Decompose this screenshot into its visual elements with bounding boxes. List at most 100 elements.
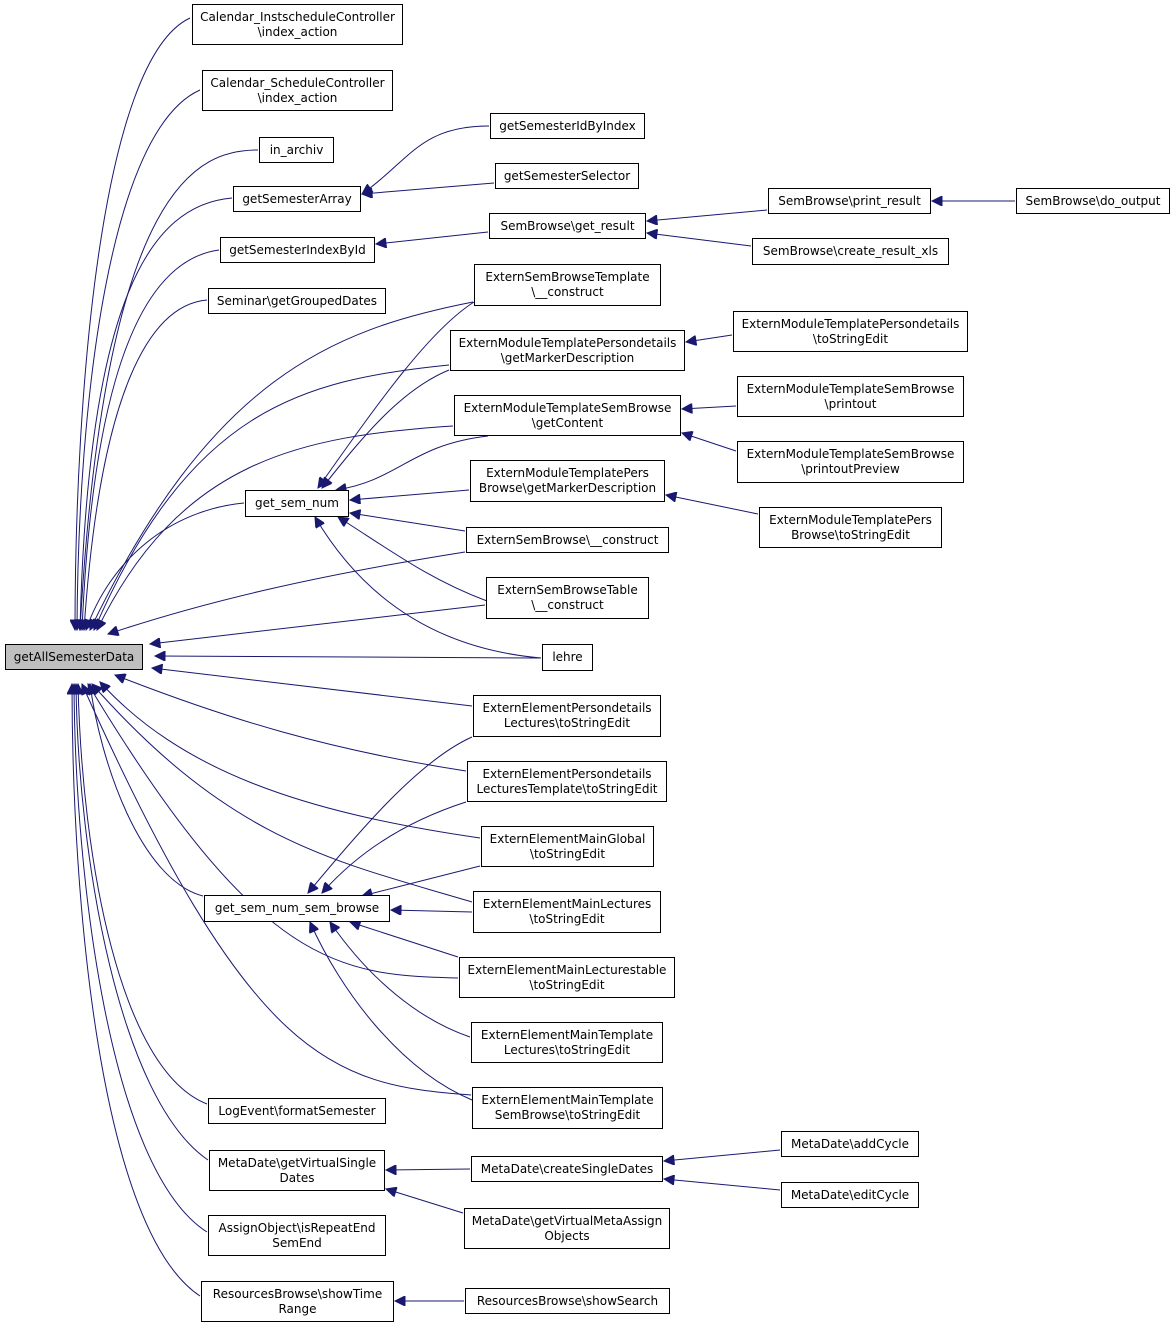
node-label-line: getAllSemesterData [13,649,135,664]
call-edge-n21-to-n0 [150,604,486,644]
node-label-line: get_sem_num_sem_browse [214,901,380,915]
node-label-line: ExternModuleTemplateSemBrowse [463,400,672,415]
node-sembrowse-print-result[interactable]: SemBrowse\print_result [768,188,931,214]
node-in-archiv[interactable]: in_archiv [259,137,334,163]
node-label-line: ExternModuleTemplatePersondetails [741,316,960,331]
node-seminar-getgroupeddates[interactable]: Seminar\getGroupedDates [208,288,386,314]
call-edge-n6-to-n0 [84,299,208,630]
node-sembrowse-get-result[interactable]: SemBrowse\get_result [489,213,646,239]
node-label-line: Browse\toStringEdit [791,527,910,542]
call-edge-n20-to-n0 [108,551,466,634]
call-edge-n11-to-n0 [74,684,208,1233]
call-edge-n12-to-n0 [72,684,201,1297]
node-label-line: ExternModuleTemplateSemBrowse [746,447,955,461]
call-edge-n34-to-n15 [647,233,752,247]
node-sembrowse-create-result-xls[interactable]: SemBrowse\create_result_xls [752,238,949,265]
call-edge-n31-to-n10 [386,1189,464,1214]
node-externelementmainlecturestable-tostringedit[interactable]: ExternElementMainLecturestable\toStringE… [459,957,675,998]
node-getsemesteridbyindex[interactable]: getSemesterIdByIndex [490,113,645,139]
node-externmoduletemplatesembrowse-getcontent[interactable]: ExternModuleTemplateSemBrowse\getContent [454,395,681,436]
node-getallsemesterdata: getAllSemesterData [5,644,143,670]
node-label-line: SemBrowse\do_output [1025,193,1161,208]
node-label-line: ExternSemBrowseTemplate [485,270,650,284]
node-externsembrowse-construct[interactable]: ExternSemBrowse\__construct [466,527,669,553]
node-label-line: MetaDate\addCycle [791,1136,909,1151]
node-metadate-createsingledates[interactable]: MetaDate\createSingleDates [471,1156,663,1182]
node-label-line: ExternModuleTemplatePers [769,512,932,527]
node-logevent-formatsemester[interactable]: LogEvent\formatSemester [208,1098,386,1124]
node-metadate-editcycle[interactable]: MetaDate\editCycle [781,1182,919,1208]
node-externelementmainlectures-tostringedit[interactable]: ExternElementMainLectures\toStringEdit [473,891,661,933]
node-label-line: \toStringEdit [812,331,889,346]
node-label-line: Lectures\toStringEdit [503,716,631,730]
node-label-line: ExternModuleTemplateSemBrowse [746,381,955,396]
node-calendar-schedulecontroller-index-action[interactable]: Calendar_ScheduleController\index_action [202,70,393,111]
node-externelementmainglobal-tostringedit[interactable]: ExternElementMainGlobal\toStringEdit [481,826,654,867]
node-get-sem-num-sem-browse[interactable]: get_sem_num_sem_browse [204,895,390,922]
node-getsemesterselector[interactable]: getSemesterSelector [495,163,639,189]
node-externmoduletemplatepersondetails-getmarkerdescription[interactable]: ExternModuleTemplatePersondetails\getMar… [450,330,685,371]
call-edge-n4-to-n0 [80,197,233,630]
node-label-line: MetaDate\getVirtualSingle [217,1155,377,1170]
call-edge-n8-to-n0 [90,684,204,897]
node-externmoduletemplatesembrowse-printout[interactable]: ExternModuleTemplateSemBrowse\printout [737,376,964,417]
node-label-line: SemBrowse\create_result_xls [762,244,939,258]
node-label-line: \getContent [531,415,604,430]
node-calendar-instschedulecontroller-index-action[interactable]: Calendar_InstscheduleController\index_ac… [192,4,403,45]
node-label-line: ExternElementPersondetails [482,701,652,715]
node-getsemesterindexbyid[interactable]: getSemesterIndexById [220,237,375,263]
node-resourcesbrowse-showsearch[interactable]: ResourcesBrowse\showSearch [465,1288,670,1314]
call-edge-n16-to-n7 [318,301,475,488]
node-label-line: SemBrowse\get_result [500,218,635,233]
node-label-line: MetaDate\editCycle [790,1187,910,1202]
node-label-line: get_sem_num [255,496,339,510]
node-lehre[interactable]: lehre [542,644,593,671]
node-label-line: \printout [824,396,877,411]
node-label-line: in_archiv [269,142,324,157]
node-label-line: \__construct [531,598,604,612]
node-label-line: ExternModuleTemplatePersondetails [458,335,677,350]
node-get-sem-num[interactable]: get_sem_num [245,490,349,517]
node-label-line: LecturesTemplate\toStringEdit [476,781,658,796]
node-label-line: ExternElementMainTemplate [480,1027,654,1042]
node-label-line: Calendar_ScheduleController [210,75,385,90]
call-edge-n22-to-n7 [315,517,542,659]
node-label-line: LogEvent\formatSemester [218,1103,376,1118]
call-edge-n10-to-n0 [76,684,209,1161]
node-label-line: Range [278,1301,317,1316]
node-label-line: ExternElementMainGlobal [489,831,646,846]
call-edge-n38-to-n19 [666,495,759,515]
node-label-line: lehre [552,650,583,664]
node-label-line: ExternElementMainTemplate [481,1093,654,1107]
node-getsemesterarray[interactable]: getSemesterArray [233,186,361,212]
call-edge-n25-to-n0 [100,682,481,839]
call-edge-n18-to-n0 [97,425,454,630]
node-externsembrowsetable-construct[interactable]: ExternSemBrowseTable\__construct [486,577,649,619]
node-externmoduletemplatesembrowse-printoutpreview[interactable]: ExternModuleTemplateSemBrowse\printoutPr… [737,441,964,483]
call-edge-n26-to-n8 [391,910,473,912]
call-edge-n22-to-n0 [155,656,542,658]
call-edge-n1-to-n0 [75,17,191,630]
node-label-line: Lectures\toStringEdit [503,1042,631,1057]
node-label-line: getSemesterArray [242,191,352,206]
node-metadate-addcycle[interactable]: MetaDate\addCycle [781,1131,919,1157]
node-externsembrowsetemplate-construct[interactable]: ExternSemBrowseTemplate\__construct [474,264,661,306]
node-label-line: \toStringEdit [529,846,606,861]
call-edge-n20-to-n7 [350,513,466,532]
call-edge-n27-to-n8 [350,922,459,958]
call-edge-n28-to-n8 [330,922,471,1038]
node-externmoduletemplatepersondetails-tostringedit[interactable]: ExternModuleTemplatePersondetails\toStri… [733,311,968,352]
call-edge-n40-to-n30 [664,1179,781,1191]
node-sembrowse-do-output[interactable]: SemBrowse\do_output [1016,188,1170,214]
